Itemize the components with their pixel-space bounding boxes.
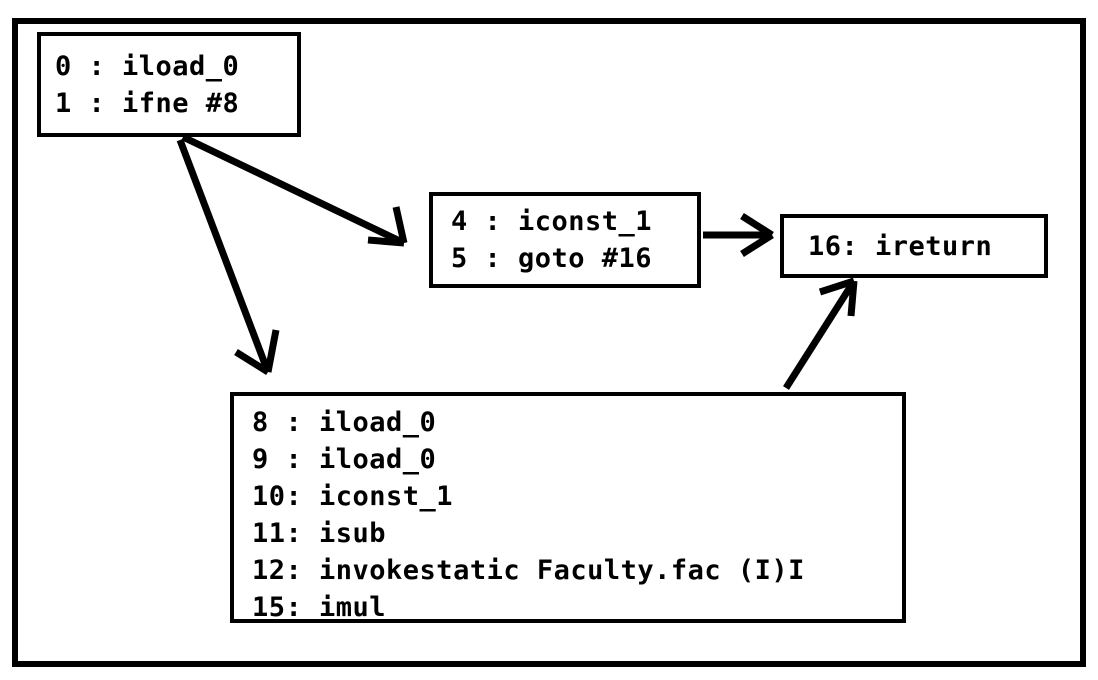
edge-else-to-return xyxy=(783,277,858,390)
code-line: 12: invokestatic Faculty.fac (I)I xyxy=(252,555,805,586)
code-line: 10: iconst_1 xyxy=(252,481,454,512)
code-line: 0 : iload_0 xyxy=(55,50,240,82)
code-line: 4 : iconst_1 xyxy=(451,206,653,237)
else-block[interactable]: 8 : iload_0 9 : iload_0 10: iconst_1 11:… xyxy=(230,392,906,623)
code-line: 16: ireturn xyxy=(808,230,993,262)
then-block[interactable]: 4 : iconst_1 5 : goto #16 xyxy=(429,192,701,288)
code-line: 5 : goto #16 xyxy=(451,243,653,274)
return-block[interactable]: 16: ireturn xyxy=(780,214,1048,278)
code-line: 11: isub xyxy=(252,518,387,549)
edge-then-to-return xyxy=(703,213,774,257)
code-line: 8 : iload_0 xyxy=(252,407,437,438)
entry-block[interactable]: 0 : iload_0 1 : ifne #8 xyxy=(37,32,301,137)
code-line: 9 : iload_0 xyxy=(252,444,437,475)
edge-entry-to-then xyxy=(181,133,408,247)
outer-frame xyxy=(12,18,1086,667)
code-line: 15: imul xyxy=(252,592,387,623)
code-line: 1 : ifne #8 xyxy=(55,87,240,119)
edge-entry-to-else xyxy=(176,138,280,375)
